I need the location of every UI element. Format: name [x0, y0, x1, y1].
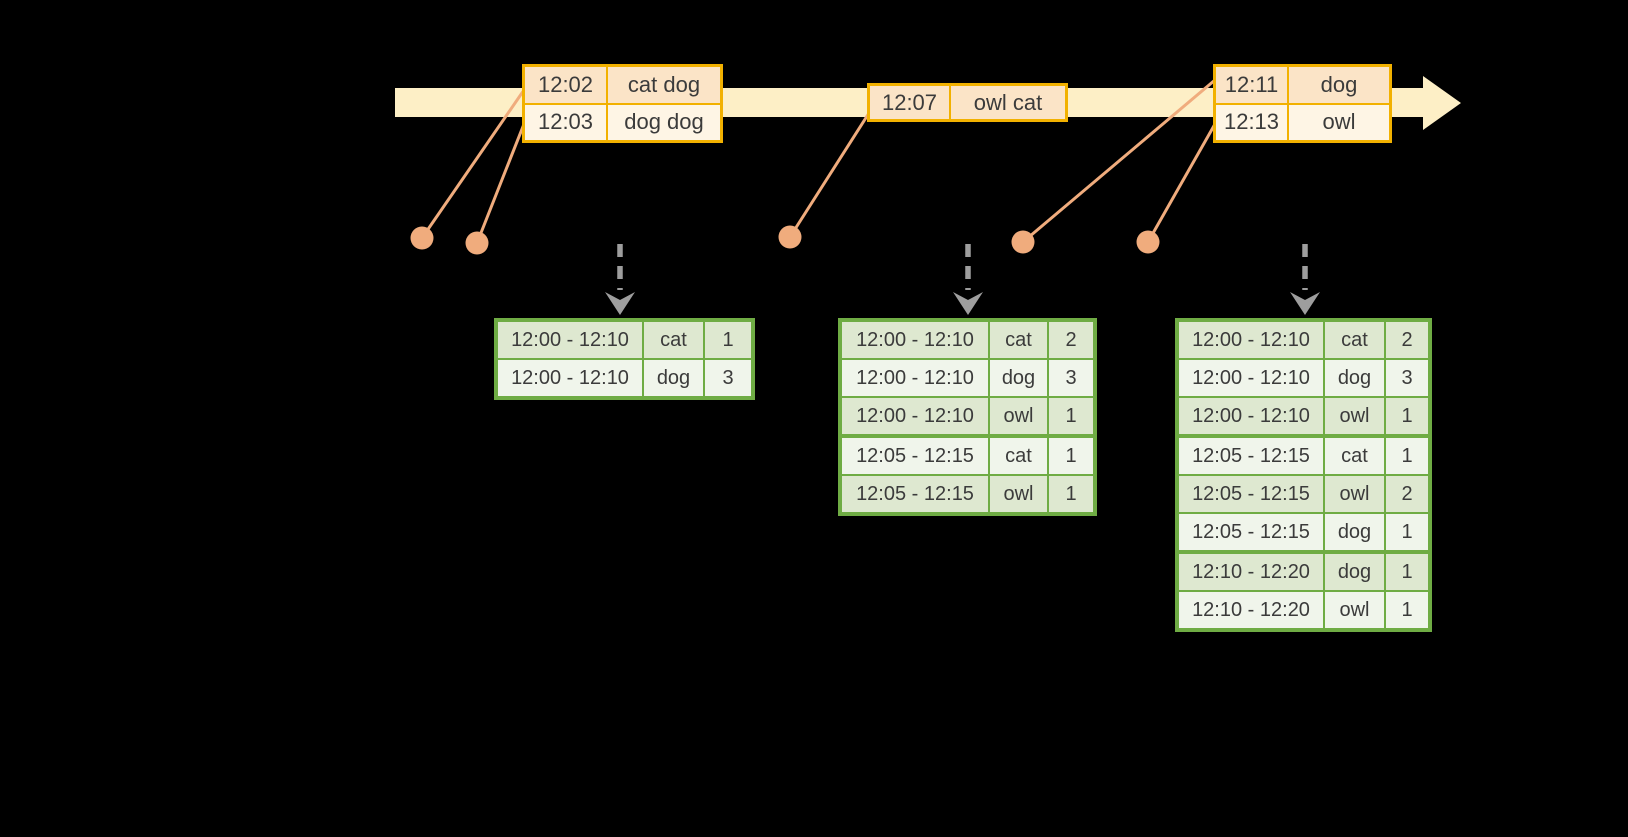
window-cell: 12:00 - 12:10: [842, 360, 988, 396]
event-words: dog dog: [608, 104, 720, 140]
table-row: 12:00 - 12:10 owl 1: [1179, 398, 1428, 434]
window-cell: 12:05 - 12:15: [842, 476, 988, 512]
window-cell: 12:05 - 12:15: [1179, 476, 1323, 512]
event-marker-dot-icon: [410, 226, 434, 250]
word-cell: owl: [990, 476, 1047, 512]
window-cell: 12:00 - 12:10: [1179, 360, 1323, 396]
count-cell: 1: [1386, 398, 1428, 434]
window-cell: 12:05 - 12:15: [1179, 438, 1323, 474]
leader-line: [475, 123, 526, 244]
count-cell: 3: [705, 360, 751, 396]
word-cell: cat: [644, 322, 703, 358]
leader-lines: [420, 78, 1217, 244]
table-row: 12:00 - 12:10 dog 3: [1179, 360, 1428, 396]
table-row: 12:00 - 12:10 cat 2: [1179, 322, 1428, 358]
count-cell: 1: [1386, 592, 1428, 628]
leader-line: [420, 89, 526, 239]
window-cell: 12:05 - 12:15: [1179, 514, 1323, 550]
trigger-arrow-icon: [1290, 244, 1320, 315]
word-cell: cat: [1325, 322, 1384, 358]
event-box-1202: 12:02 cat dog 12:03 dog dog: [522, 64, 723, 143]
result-table-2: 12:00 - 12:10 cat 2 12:00 - 12:10 dog 3 …: [838, 318, 1097, 516]
event-words: owl: [1289, 104, 1389, 140]
event-marker-dot-icon: [1136, 230, 1160, 254]
event-words: owl cat: [951, 86, 1065, 119]
event-markers: [410, 225, 1160, 255]
event-marker-dot-icon: [778, 225, 802, 249]
leader-line: [1146, 123, 1217, 243]
table-row: 12:00 - 12:10 owl 1: [842, 398, 1093, 434]
table-row: 12:00 - 12:10 cat 1: [498, 322, 751, 358]
event-time: 12:07: [870, 86, 949, 119]
count-cell: 1: [1386, 554, 1428, 590]
event-time: 12:11: [1216, 67, 1287, 103]
event-marker-dot-icon: [1011, 230, 1035, 254]
event-box-1207: 12:07 owl cat: [867, 83, 1068, 122]
word-cell: dog: [1325, 554, 1384, 590]
trigger-arrow-icon: [953, 244, 983, 315]
count-cell: 3: [1386, 360, 1428, 396]
word-cell: owl: [990, 398, 1047, 434]
table-row: 12:10 - 12:20 owl 1: [1179, 592, 1428, 628]
table-row: 12:00 - 12:10 dog 3: [498, 360, 751, 396]
word-cell: owl: [1325, 476, 1384, 512]
trigger-arrows: [605, 244, 1320, 315]
window-cell: 12:00 - 12:10: [498, 322, 642, 358]
event-time: 12:13: [1216, 104, 1287, 140]
event-words: cat dog: [608, 67, 720, 103]
word-cell: dog: [1325, 514, 1384, 550]
result-table-3: 12:00 - 12:10 cat 2 12:00 - 12:10 dog 3 …: [1175, 318, 1432, 632]
table-row: 12:05 - 12:15 dog 1: [1179, 514, 1428, 550]
event-words: dog: [1289, 67, 1389, 103]
window-cell: 12:10 - 12:20: [1179, 592, 1323, 628]
table-row: 12:05 - 12:15 owl 1: [842, 476, 1093, 512]
window-cell: 12:00 - 12:10: [1179, 322, 1323, 358]
window-cell: 12:00 - 12:10: [1179, 398, 1323, 434]
count-cell: 1: [705, 322, 751, 358]
table-row: 12:00 - 12:10 cat 2: [842, 322, 1093, 358]
event-time: 12:03: [525, 104, 606, 140]
word-cell: owl: [1325, 398, 1384, 434]
word-cell: cat: [1325, 438, 1384, 474]
count-cell: 2: [1386, 322, 1428, 358]
event-marker-dot-icon: [465, 231, 489, 255]
leader-line: [1022, 78, 1216, 244]
timeline-arrowhead-icon: [1423, 76, 1461, 130]
count-cell: 2: [1386, 476, 1428, 512]
event-box-1211: 12:11 dog 12:13 owl: [1213, 64, 1392, 143]
word-cell: cat: [990, 438, 1047, 474]
word-cell: dog: [1325, 360, 1384, 396]
window-cell: 12:05 - 12:15: [842, 438, 988, 474]
window-cell: 12:00 - 12:10: [842, 322, 988, 358]
window-cell: 12:10 - 12:20: [1179, 554, 1323, 590]
table-row: 12:10 - 12:20 dog 1: [1179, 554, 1428, 590]
trigger-arrow-icon: [605, 244, 635, 315]
window-cell: 12:00 - 12:10: [498, 360, 642, 396]
word-cell: dog: [644, 360, 703, 396]
table-row: 12:05 - 12:15 owl 2: [1179, 476, 1428, 512]
count-cell: 1: [1049, 438, 1093, 474]
count-cell: 1: [1049, 476, 1093, 512]
count-cell: 1: [1049, 398, 1093, 434]
event-time: 12:02: [525, 67, 606, 103]
count-cell: 1: [1386, 438, 1428, 474]
count-cell: 3: [1049, 360, 1093, 396]
leader-line: [788, 112, 871, 238]
table-row: 12:00 - 12:10 dog 3: [842, 360, 1093, 396]
word-cell: dog: [990, 360, 1047, 396]
result-table-1: 12:00 - 12:10 cat 1 12:00 - 12:10 dog 3: [494, 318, 755, 400]
window-cell: 12:00 - 12:10: [842, 398, 988, 434]
word-cell: owl: [1325, 592, 1384, 628]
count-cell: 1: [1386, 514, 1428, 550]
word-cell: cat: [990, 322, 1047, 358]
count-cell: 2: [1049, 322, 1093, 358]
table-row: 12:05 - 12:15 cat 1: [842, 438, 1093, 474]
table-row: 12:05 - 12:15 cat 1: [1179, 438, 1428, 474]
